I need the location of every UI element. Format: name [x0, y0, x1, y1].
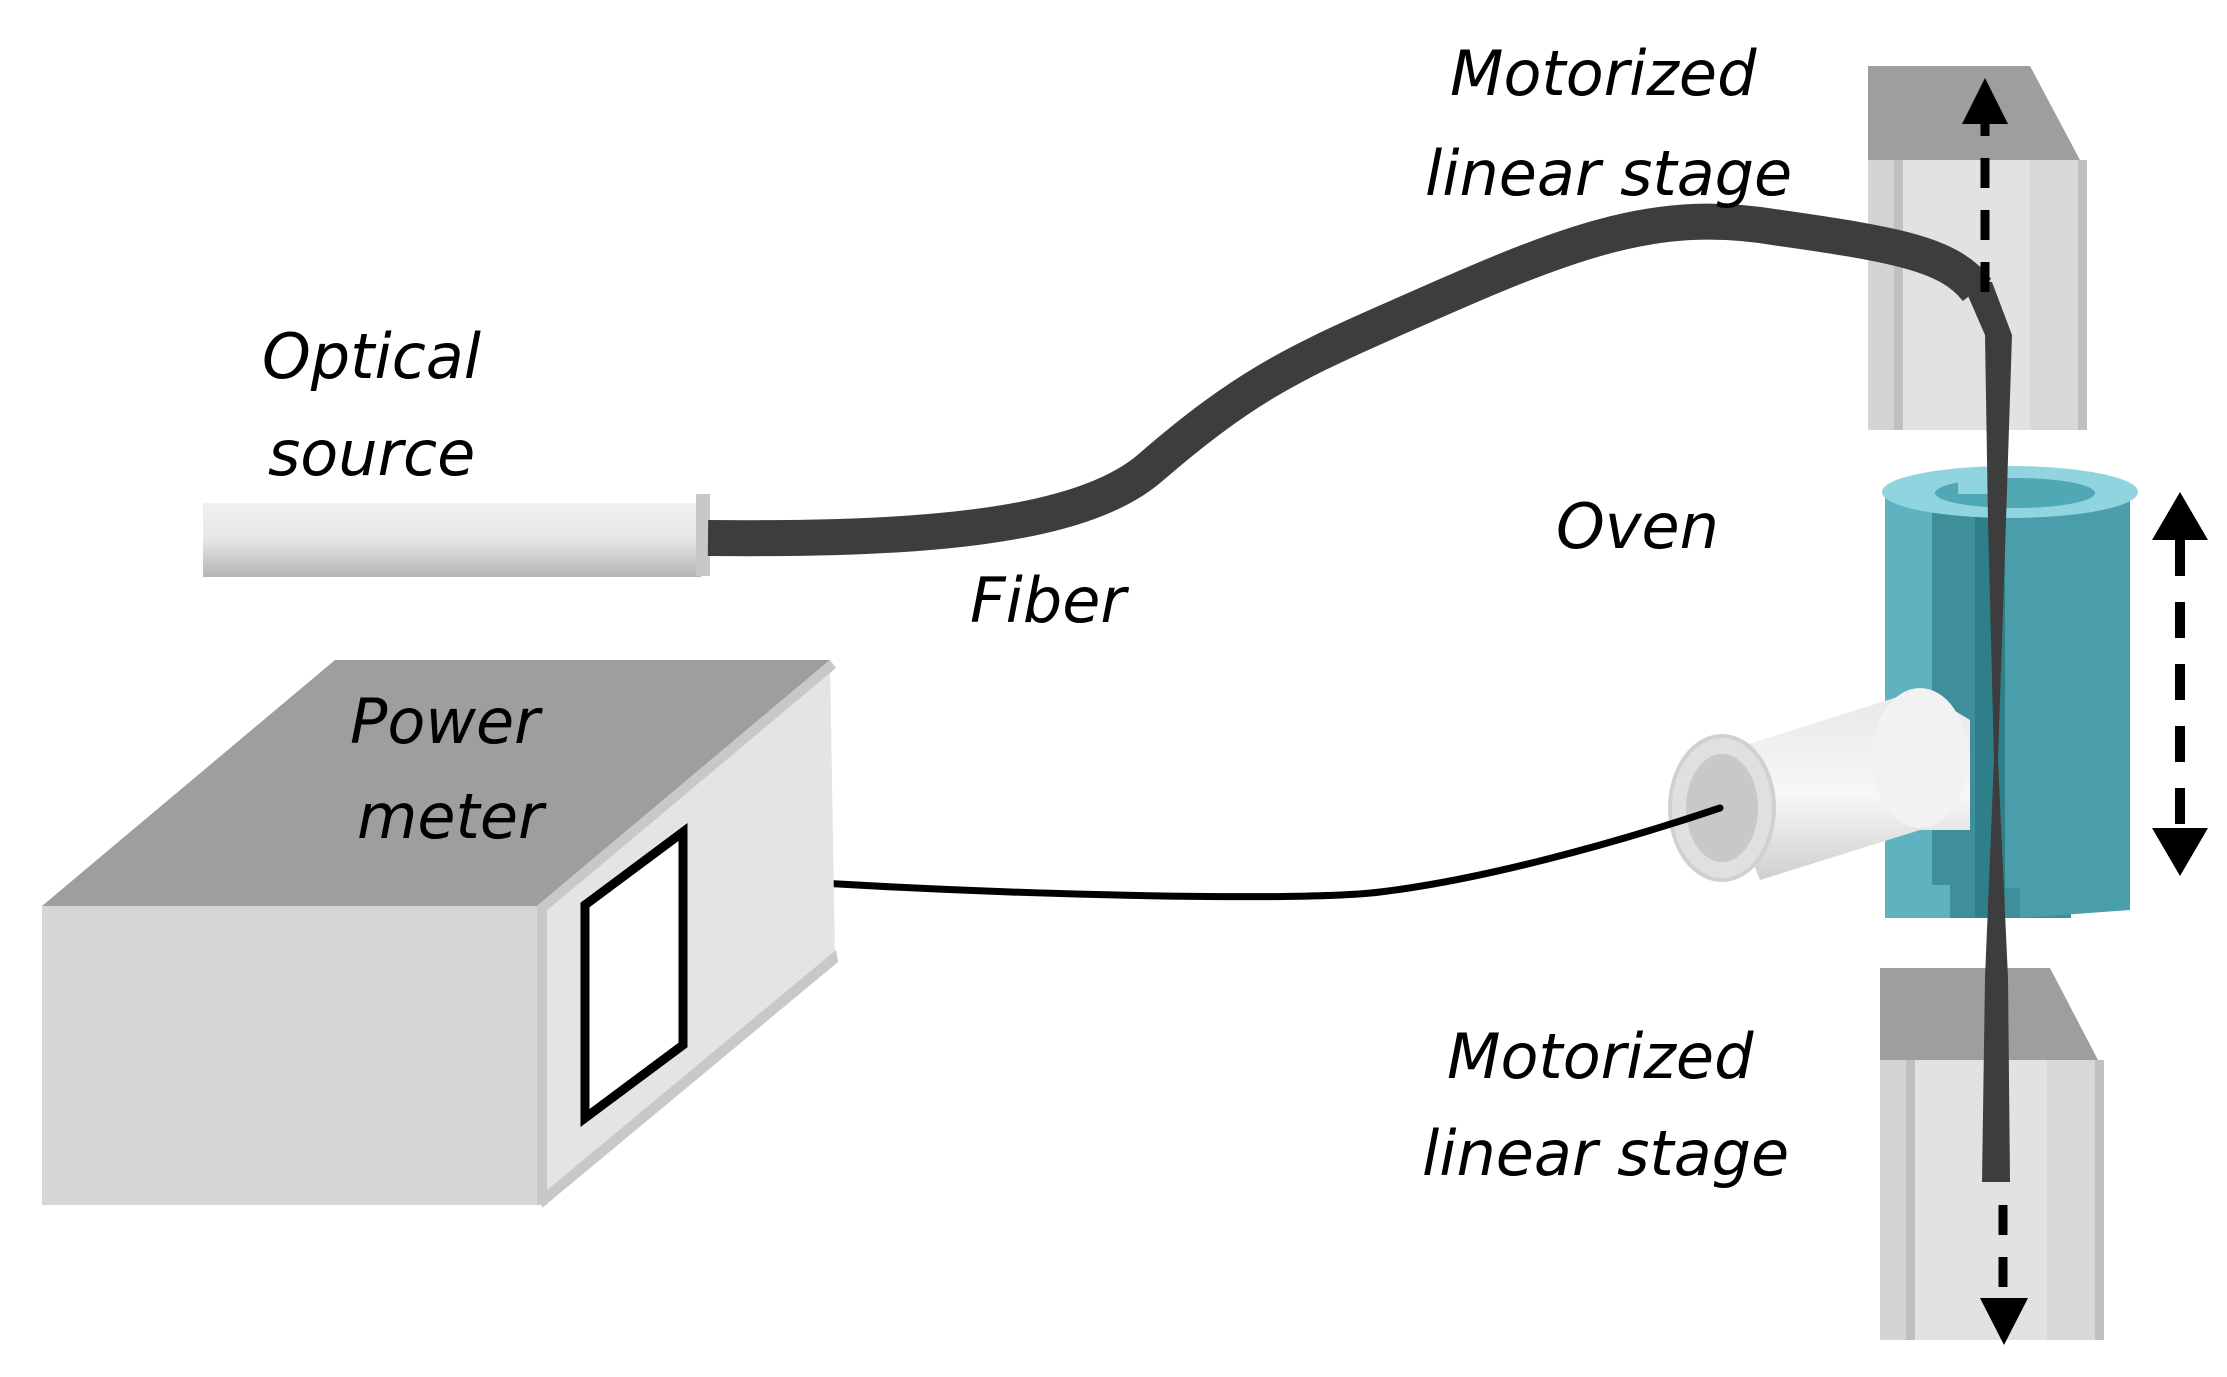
top-stage-arrowhead [1962, 78, 2008, 124]
fiber-path [707, 203, 2012, 1182]
bottom-stage-inner [1912, 1060, 2047, 1340]
bottom-stage-rail-right [2095, 1060, 2104, 1340]
top-stage-right-face [2030, 160, 2085, 430]
label-bottom-stage-line2: linear stage [1422, 1117, 1789, 1190]
detector-cable [769, 804, 1724, 901]
optical-source [203, 494, 710, 577]
label-optical-source-line2: source [268, 417, 475, 490]
fiber-main [707, 203, 1992, 557]
power-meter [42, 660, 838, 1208]
labels: Optical source Fiber Power meter Oven Mo… [262, 37, 1792, 1190]
top-stage-rail-left [1894, 160, 1903, 430]
power-meter-side-edge-bottom [540, 950, 838, 1208]
optical-source-body [203, 503, 701, 577]
oven-right-wall [2002, 498, 2130, 918]
label-top-stage-line1: Motorized [1450, 37, 1757, 110]
power-meter-top-face [42, 660, 830, 906]
bottom-stage-right-face [2047, 1060, 2103, 1340]
arrows [1962, 78, 2208, 1345]
label-power-meter-line1: Power [350, 685, 543, 758]
optical-source-end-cap [696, 494, 710, 576]
label-top-stage-line2: linear stage [1425, 137, 1792, 210]
power-meter-front-face [42, 906, 539, 1205]
power-meter-edge-left [537, 906, 547, 1205]
oven-arrow-head-down [2152, 828, 2208, 876]
label-bottom-stage-line1: Motorized [1447, 1020, 1754, 1093]
top-stage-rail-right [2078, 160, 2087, 430]
label-fiber: Fiber [970, 564, 1129, 637]
detector-cylinder [1668, 688, 1970, 882]
oven-arrow-head-up [2152, 492, 2208, 540]
label-oven: Oven [1556, 490, 1719, 563]
bottom-stage-rail-left [1906, 1060, 1915, 1340]
power-meter-display [580, 823, 688, 1127]
fiber-taper [1962, 282, 2012, 1182]
label-optical-source-line1: Optical [262, 320, 481, 393]
bottom-linear-stage [1880, 968, 2104, 1340]
detector-cylinder-end [1872, 688, 1968, 828]
power-meter-side-edge-top [537, 660, 836, 912]
bottom-stage-arrowhead [1980, 1298, 2028, 1345]
oven-top-notch [1958, 474, 1994, 494]
label-power-meter-line2: meter [357, 780, 547, 853]
